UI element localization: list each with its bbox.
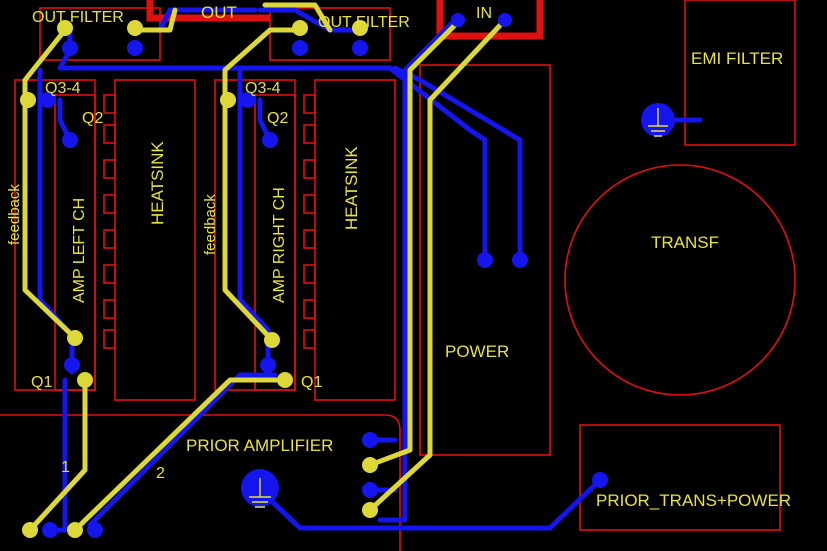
- pad: [292, 40, 308, 56]
- amp-left-label: AMP LEFT CH: [71, 198, 88, 303]
- pad: [277, 372, 293, 388]
- amp-right-inner-outline: [254, 94, 296, 391]
- pad: [477, 252, 493, 268]
- heatsink-right-outline: [314, 79, 396, 401]
- trace-y-out-left: [132, 7, 178, 33]
- emi-filter-label: EMI FILTER: [691, 49, 783, 68]
- amp-left-inner-outline: [54, 94, 96, 391]
- prior-amplifier-outline: [0, 414, 401, 551]
- heatsink-right-label: HEATSINK: [342, 146, 361, 230]
- heatsink-right-pins: [303, 94, 316, 349]
- pad: [262, 132, 278, 148]
- input-2-label: 2: [156, 465, 165, 482]
- trace-b-power: [392, 65, 523, 263]
- feedback-left-label: feedback: [6, 184, 23, 245]
- pad: [498, 13, 512, 27]
- pad: [451, 13, 465, 27]
- pad: [127, 40, 143, 56]
- trace-y-left-feedback: [22, 27, 78, 341]
- q1-left-label: Q1: [31, 374, 52, 391]
- trace-b-ground-bus: [257, 477, 603, 531]
- pad: [292, 20, 308, 36]
- trace-y-input1: [27, 377, 88, 533]
- pad: [20, 92, 36, 108]
- pad: [240, 92, 256, 108]
- pad: [67, 330, 83, 346]
- trace-b-out-right: [257, 7, 363, 33]
- pad: [67, 522, 83, 538]
- pad: [512, 252, 528, 268]
- pad: [87, 522, 103, 538]
- pad: [352, 20, 368, 36]
- heatsink-left-pins: [103, 94, 116, 349]
- out-filter-left-label: OUT FILTER: [32, 9, 124, 26]
- trace-b-left-feedback: [37, 67, 75, 375]
- trace-y-right-feedback: [222, 27, 303, 343]
- prior-trans-power-label: PRIOR_TRANS+POWER: [596, 491, 791, 510]
- prior-trans-power-outline: [579, 424, 781, 531]
- pad: [62, 40, 78, 56]
- top-traces: [22, 2, 508, 533]
- pad: [77, 372, 93, 388]
- pad: [260, 357, 276, 373]
- trace-y-input2: [72, 377, 288, 533]
- prior-amplifier-label: PRIOR AMPLIFIER: [186, 436, 333, 455]
- ground-icon: [241, 469, 279, 508]
- out-bus-red: [146, 0, 270, 22]
- trace-b-in: [377, 17, 458, 523]
- in-label: IN: [476, 5, 492, 22]
- trace-b-input2: [87, 372, 278, 528]
- pad: [362, 432, 378, 448]
- q34-right-label: Q3-4: [245, 80, 281, 97]
- pad: [362, 502, 378, 518]
- bottom-traces: [37, 7, 703, 533]
- trace-y-in-2: [367, 17, 508, 513]
- component-outlines: [0, 0, 796, 551]
- pad: [592, 472, 608, 488]
- trace-y-out-right: [262, 2, 333, 33]
- emi-filter-outline: [684, 0, 796, 146]
- pad: [42, 522, 58, 538]
- transformer-outline: [564, 164, 796, 396]
- trace-y-in-1: [367, 17, 463, 468]
- pad: [352, 40, 368, 56]
- input-1-label: 1: [61, 459, 70, 476]
- ground-icon: [641, 103, 675, 137]
- q2-left-label: Q2: [82, 110, 103, 127]
- pad: [220, 92, 236, 108]
- power-label: POWER: [445, 342, 509, 361]
- pad: [62, 132, 78, 148]
- pads: [20, 13, 608, 538]
- pad: [57, 20, 73, 36]
- pad: [40, 92, 56, 108]
- heatsink-left-label: HEATSINK: [148, 141, 167, 225]
- q2-right-label: Q2: [267, 110, 288, 127]
- out-filter-right-outline: [269, 7, 391, 61]
- pad: [362, 482, 378, 498]
- power-outline: [419, 64, 551, 456]
- q34-left-label: Q3-4: [45, 80, 81, 97]
- pad: [127, 20, 143, 36]
- transf-label: TRANSF: [651, 233, 719, 252]
- pad: [264, 332, 280, 348]
- pad: [22, 522, 38, 538]
- out-filter-right-label: OUT FILTER: [318, 14, 410, 31]
- feedback-right-label: feedback: [202, 194, 219, 255]
- q1-right-label: Q1: [301, 374, 322, 391]
- pad: [64, 357, 80, 373]
- pad: [362, 457, 378, 473]
- amp-right-label: AMP RIGHT CH: [271, 187, 288, 303]
- heatsink-left-outline: [114, 79, 196, 401]
- out-label: OUT: [201, 3, 237, 22]
- trace-b-out: [157, 7, 258, 33]
- out-filter-left-outline: [39, 7, 161, 61]
- silkscreen-labels: OUT FILTER OUT OUT FILTER IN EMI FILTER …: [6, 3, 791, 510]
